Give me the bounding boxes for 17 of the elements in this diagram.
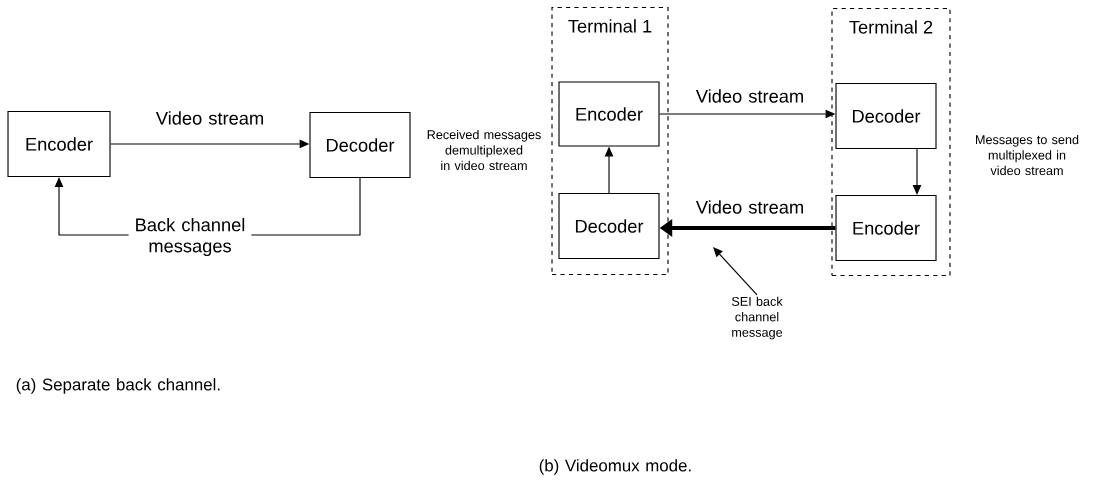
edge-label: Video stream <box>695 89 803 103</box>
edge-label: Video stream <box>155 111 263 125</box>
figure-caption: (b) Videomux mode. <box>539 459 691 475</box>
leader-line <box>713 247 758 296</box>
annotation-text: SEI back channel message <box>731 296 783 340</box>
process-box: Encoder <box>558 81 660 147</box>
edge-label: Video stream <box>695 200 803 214</box>
process-box: Decoder <box>309 111 411 179</box>
arrow <box>912 148 922 195</box>
process-box: Encoder <box>7 110 111 178</box>
figure-caption: (a) Separate back channel. <box>16 378 220 394</box>
process-box: Encoder <box>835 194 937 262</box>
edge-label: Back channel messages <box>136 217 245 257</box>
process-box: Decoder <box>558 192 660 260</box>
side-note: Received messages demultiplexed in video stream <box>427 129 541 171</box>
side-note: Messages to send multiplexed in video stream <box>976 134 1079 176</box>
process-box: Decoder <box>835 82 937 150</box>
